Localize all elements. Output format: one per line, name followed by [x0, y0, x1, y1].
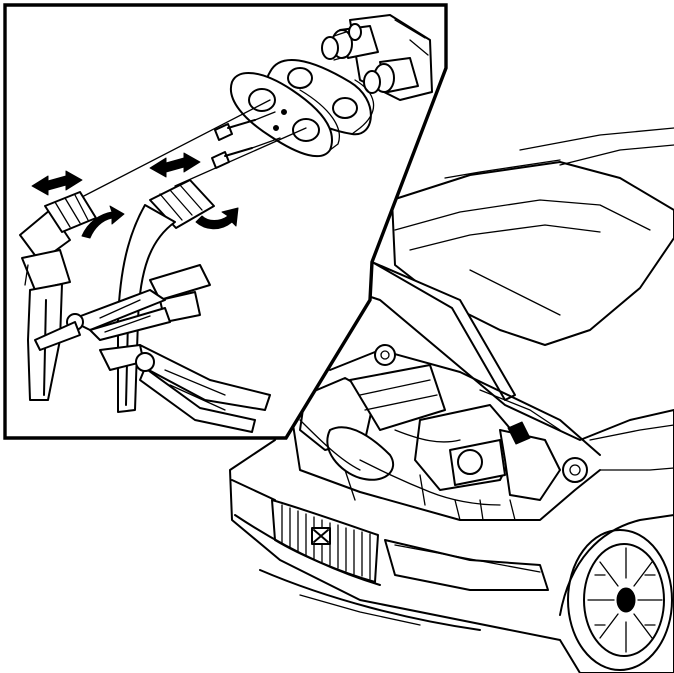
mounting-bolts: [211, 111, 281, 169]
pipe-connectors: [321, 14, 433, 101]
headlight: [384, 539, 549, 591]
rotate-arrows: [81, 205, 239, 239]
hose-clamp-pliers-upper: [34, 264, 211, 351]
highlighted-hose: [507, 421, 531, 445]
detail-inset: [3, 3, 448, 440]
flange-gasket: [229, 71, 340, 158]
front-wheel: [567, 529, 673, 671]
push-pull-arrows: [31, 152, 201, 196]
open-hood: [371, 127, 674, 346]
grille: [271, 499, 379, 583]
hose-clamp-pliers-lower: [99, 344, 271, 433]
engine-bay: [289, 344, 601, 521]
